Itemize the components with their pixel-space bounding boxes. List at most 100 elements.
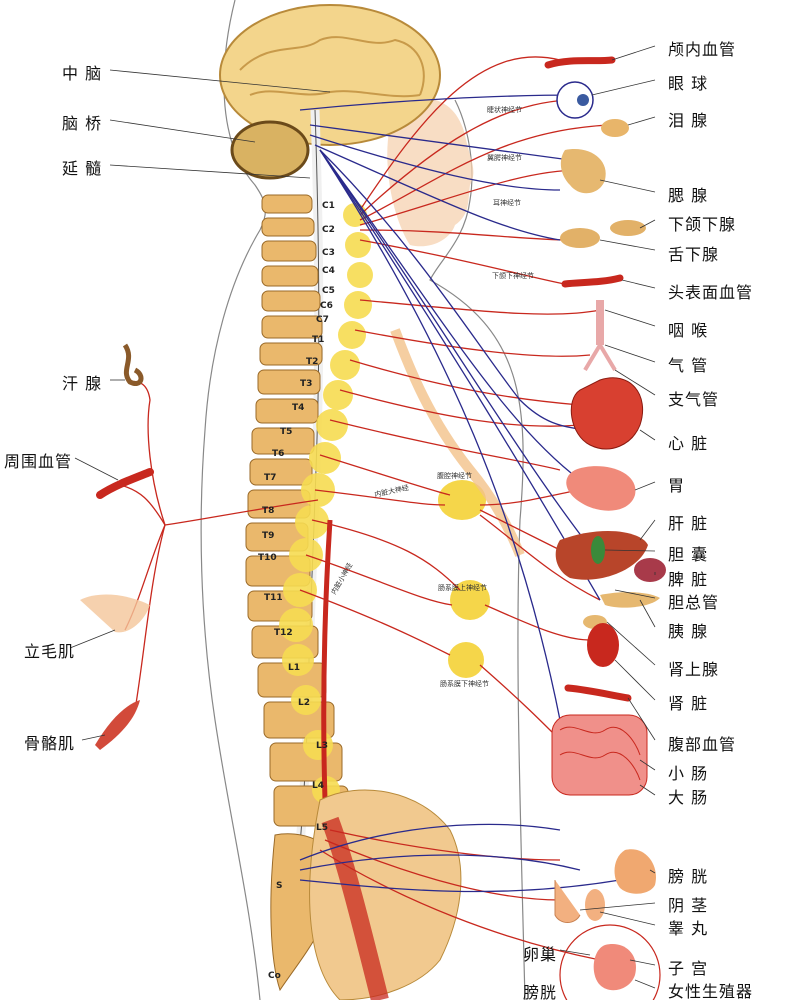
- pancreas: [600, 592, 660, 608]
- spleen: [634, 558, 666, 582]
- parasympathetic-nerves: [299, 94, 621, 893]
- vertebra-label-c1: C1: [322, 201, 335, 211]
- label-sweat-gland: 汗 腺: [62, 374, 103, 393]
- label-organ-5: 舌下腺: [668, 245, 720, 264]
- vertebra-label-t5: T5: [280, 427, 292, 437]
- ganglion-label-celiac: 腹腔神经节: [437, 471, 472, 480]
- eyeball: [556, 81, 594, 119]
- female-organs-inset: [559, 924, 661, 1000]
- brain: [219, 4, 441, 146]
- vertebra-label-t12: T12: [274, 628, 293, 638]
- ganglion-label-inferior-mesenteric: 肠系膜下神经节: [440, 679, 489, 688]
- label-organ-10: 心 脏: [668, 434, 709, 453]
- face: [387, 98, 474, 247]
- ganglion-label-submandibular: 下颌下神经节: [492, 271, 534, 280]
- label-midbrain: 中 脑: [62, 64, 103, 83]
- vertebra-label-c6: C6: [320, 301, 333, 311]
- label-organ-26: 女性生殖器: [668, 982, 754, 1001]
- vertebra-label-co: Co: [268, 971, 281, 981]
- label-pons: 脑 桥: [62, 114, 103, 133]
- intestines: [551, 714, 648, 796]
- label-organ-15: 胆总管: [668, 593, 720, 612]
- parotid-gland: [560, 149, 606, 194]
- vertebra-label-c3: C3: [322, 248, 335, 258]
- label-organ-22: 膀 胱: [668, 867, 709, 886]
- vertebra-label-c2: C2: [322, 225, 335, 235]
- vertebra-label-s: S: [276, 881, 282, 891]
- label-organ-23: 阴 茎: [668, 896, 709, 915]
- vertebra-label-l1: L1: [288, 663, 300, 673]
- sublingual-gland: [610, 220, 646, 236]
- label-organ-11: 胃: [668, 476, 686, 495]
- vertebra-label-t4: T4: [292, 403, 304, 413]
- gallbladder: [591, 536, 605, 564]
- vertebra-label-t10: T10: [258, 553, 277, 563]
- scalp-vessel: [561, 274, 624, 288]
- peripheral-vessel: [96, 468, 154, 499]
- bronchus: [583, 343, 617, 372]
- heart: [570, 377, 644, 450]
- ganglion-label-otic: 耳神经节: [493, 198, 521, 207]
- pelvis: [309, 789, 462, 1000]
- kidney: [587, 623, 619, 667]
- label-organ-3: 腮 腺: [668, 186, 709, 205]
- leader-lines: [69, 45, 656, 989]
- vertebra-label-t1: T1: [312, 335, 324, 345]
- ganglion-label-pterygopalatine: 翼腭神经节: [487, 153, 522, 162]
- label-organ-4: 下颌下腺: [668, 215, 737, 234]
- label-organ-16: 胰 腺: [668, 622, 709, 641]
- vertebra-label-t11: T11: [264, 593, 283, 603]
- label-organ-13: 胆 囊: [668, 545, 709, 564]
- label-organ-12: 肝 脏: [668, 514, 709, 533]
- sympathetic-nerves: [119, 56, 611, 961]
- label-organ-9: 支气管: [668, 390, 720, 409]
- nerve-label-lesser-splanchnic: 内脏小神经: [329, 561, 354, 596]
- label-organ-8: 气 管: [668, 356, 709, 375]
- nerve-label-greater-splanchnic: 内脏大神经: [374, 483, 410, 499]
- celiac-ganglion: [438, 480, 486, 520]
- ganglion-label-ciliary: 睫状神经节: [487, 105, 522, 114]
- neck-outline: [429, 99, 526, 1000]
- vertebra-label-t7: T7: [264, 473, 276, 483]
- vertebra-label-t6: T6: [272, 449, 284, 459]
- label-organ-25: 子 宫: [668, 959, 709, 978]
- label-bladder-female: 膀胱: [523, 983, 558, 1002]
- lacrimal-gland: [601, 119, 629, 137]
- vertebra-label-c4: C4: [322, 266, 335, 276]
- label-organ-19: 腹部血管: [668, 735, 737, 754]
- sympathetic-chain: [279, 203, 373, 843]
- cerebellum: [230, 120, 310, 180]
- inferior-mesenteric-ganglion: [448, 642, 484, 678]
- label-ovary: 卵巢: [523, 945, 558, 964]
- vertebra-label-t8: T8: [262, 506, 274, 516]
- label-organ-14: 脾 脏: [668, 570, 709, 589]
- vertebra-label-c5: C5: [322, 286, 335, 296]
- vertebra-label-c7: C7: [316, 315, 329, 325]
- vertebra-label-t3: T3: [300, 379, 312, 389]
- skeletal-muscle: [95, 700, 140, 750]
- label-organ-20: 小 肠: [668, 764, 709, 783]
- uterus: [593, 944, 636, 991]
- label-organ-21: 大 肠: [668, 788, 709, 807]
- stomach: [566, 466, 636, 511]
- aorta: [321, 519, 333, 801]
- vertebra-label-l4: L4: [312, 781, 324, 791]
- vertebra-label-t9: T9: [262, 531, 274, 541]
- label-organ-0: 颅内血管: [668, 40, 737, 59]
- penis: [554, 880, 581, 923]
- intracranial-vessel: [544, 56, 616, 69]
- ganglion-label-superior-mesenteric: 肠系膜上神经节: [438, 583, 487, 592]
- label-medulla: 延 髓: [62, 159, 103, 178]
- label-peripheral-vessel: 周围血管: [4, 452, 73, 471]
- vertebra-label-l2: L2: [298, 698, 310, 708]
- arrector-pili: [80, 594, 150, 633]
- label-skeletal-muscle: 骨骼肌: [24, 734, 76, 753]
- vertebra-label-l5: L5: [316, 823, 328, 833]
- label-organ-1: 眼 球: [668, 74, 709, 93]
- testis: [585, 889, 605, 921]
- vertebra-label-l3: L3: [316, 741, 328, 751]
- submandibular-gland: [560, 228, 600, 248]
- label-organ-17: 肾上腺: [668, 660, 720, 679]
- label-organ-7: 咽 喉: [668, 321, 709, 340]
- label-organ-24: 睾 丸: [668, 919, 709, 938]
